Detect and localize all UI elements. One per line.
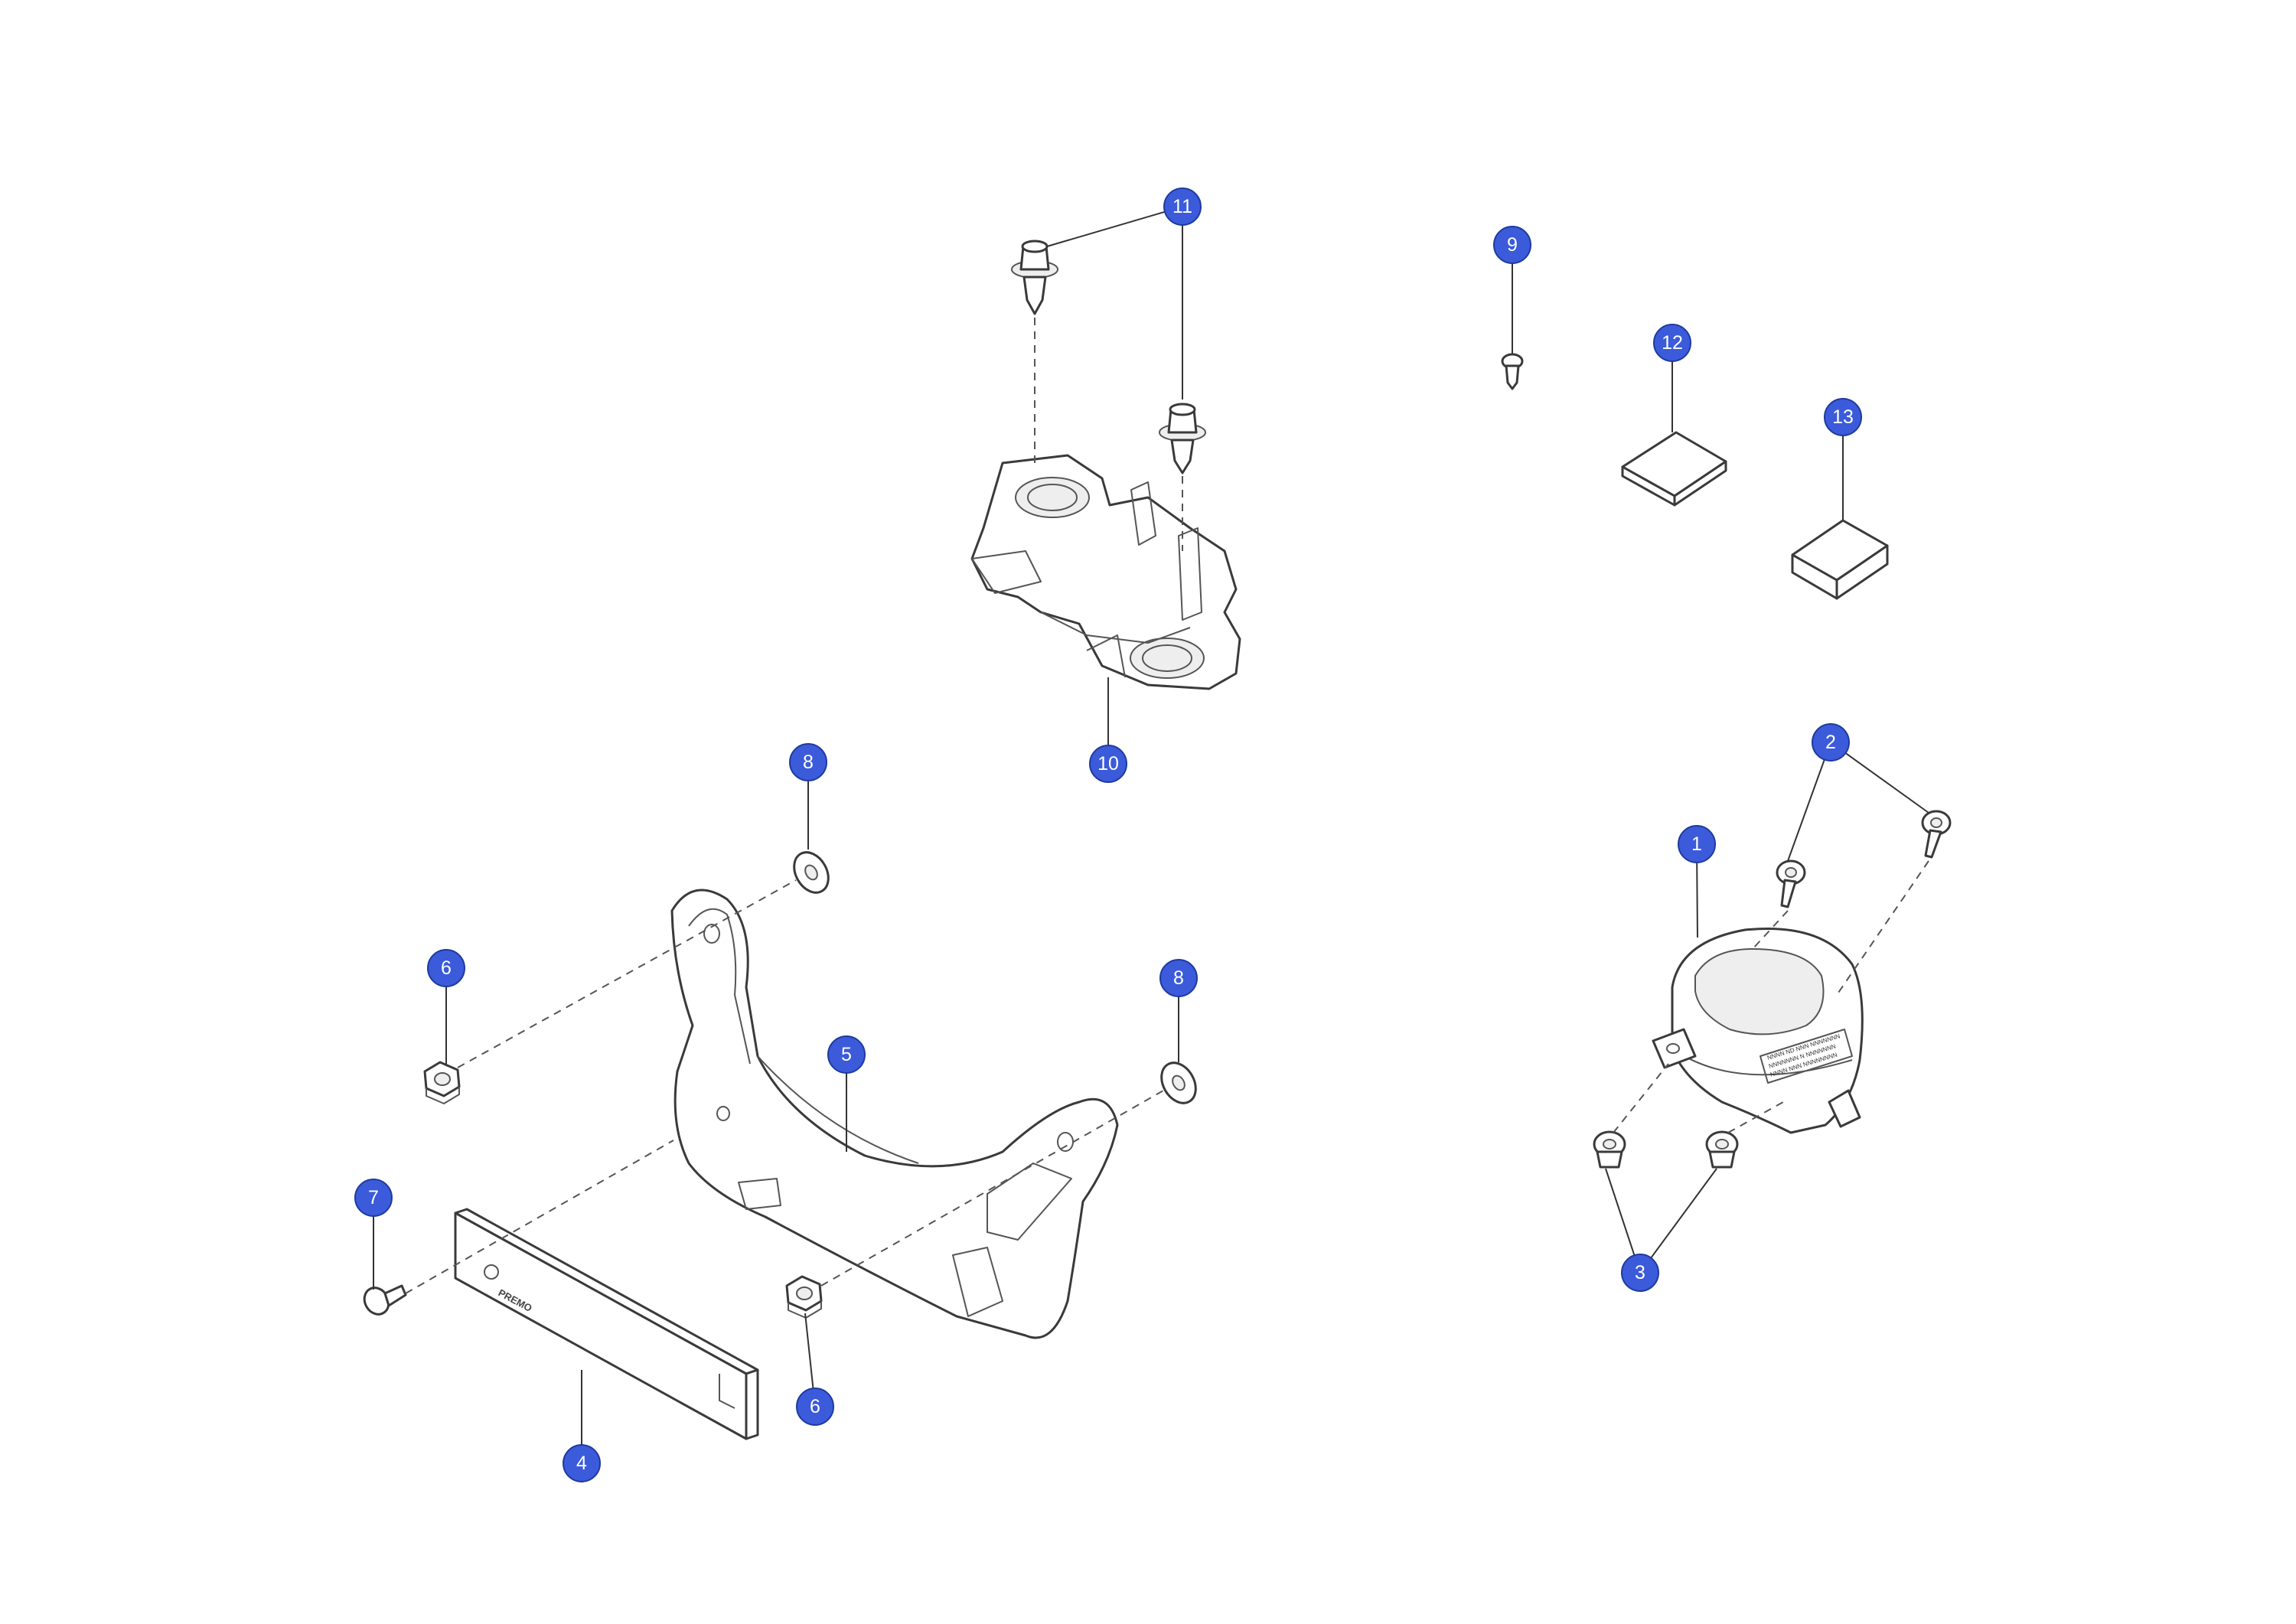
callout-2[interactable]: 2 [1812, 723, 1850, 761]
svg-text:13: 13 [1832, 406, 1854, 428]
callout-6-bottom[interactable]: 6 [796, 1388, 834, 1426]
callout-4[interactable]: 4 [563, 1444, 601, 1482]
part-8-washer-right [1160, 1061, 1197, 1104]
callout-3[interactable]: 3 [1621, 1254, 1659, 1292]
part-13-pad [1791, 519, 1889, 600]
svg-text:4: 4 [576, 1453, 587, 1474]
callout-1[interactable]: 1 [1678, 825, 1716, 863]
part-12-pad [1621, 431, 1727, 507]
part-7-screw [363, 1284, 407, 1316]
part-8-washer-upper [793, 851, 830, 894]
svg-text:2: 2 [1825, 732, 1836, 753]
svg-text:6: 6 [441, 957, 452, 979]
part-10-mounting-bracket [970, 454, 1241, 690]
part-3-screw-left [1593, 1130, 1626, 1169]
part-5-cradle-bracket [670, 889, 1119, 1339]
part-1-ring-module: NNNN ND NNN NNNNNNN NNNNNNN N NNNNNNN NN… [1652, 927, 1864, 1134]
part-6-nut-left [423, 1061, 461, 1104]
part-2-screw-left [1776, 859, 1806, 908]
part-4-antenna-bar: PREMO [454, 1208, 759, 1440]
callout-6-left[interactable]: 6 [427, 949, 465, 987]
svg-text:8: 8 [1173, 967, 1184, 989]
part-11-push-clip-lower [1159, 403, 1206, 474]
svg-text:5: 5 [841, 1044, 852, 1065]
part-3-screw-right [1705, 1130, 1739, 1169]
part-6-nut-bottom [785, 1275, 823, 1319]
svg-text:12: 12 [1662, 332, 1683, 354]
svg-text:1: 1 [1691, 833, 1702, 855]
callout-11[interactable]: 11 [1163, 188, 1202, 226]
svg-text:7: 7 [368, 1187, 379, 1208]
svg-text:11: 11 [1172, 196, 1192, 217]
callout-12[interactable]: 12 [1653, 324, 1691, 362]
svg-text:9: 9 [1507, 234, 1518, 256]
assembly-lines [405, 860, 1929, 1294]
callout-5[interactable]: 5 [827, 1035, 866, 1074]
svg-text:10: 10 [1097, 753, 1119, 774]
svg-text:3: 3 [1635, 1262, 1645, 1283]
callout-8-right[interactable]: 8 [1159, 959, 1198, 997]
part-11-push-clip-upper [1011, 240, 1058, 315]
svg-text:8: 8 [803, 752, 814, 773]
callouts: 1 2 3 4 5 6 6 7 8 8 9 10 [354, 188, 1862, 1482]
svg-text:6: 6 [810, 1396, 820, 1417]
callout-8-upper[interactable]: 8 [789, 743, 827, 781]
callout-9[interactable]: 9 [1493, 226, 1531, 264]
callout-10[interactable]: 10 [1089, 745, 1127, 783]
part-2-screw-right [1921, 810, 1952, 859]
callout-7[interactable]: 7 [354, 1179, 393, 1217]
callout-13[interactable]: 13 [1824, 398, 1862, 436]
part-9-screw [1501, 353, 1524, 390]
